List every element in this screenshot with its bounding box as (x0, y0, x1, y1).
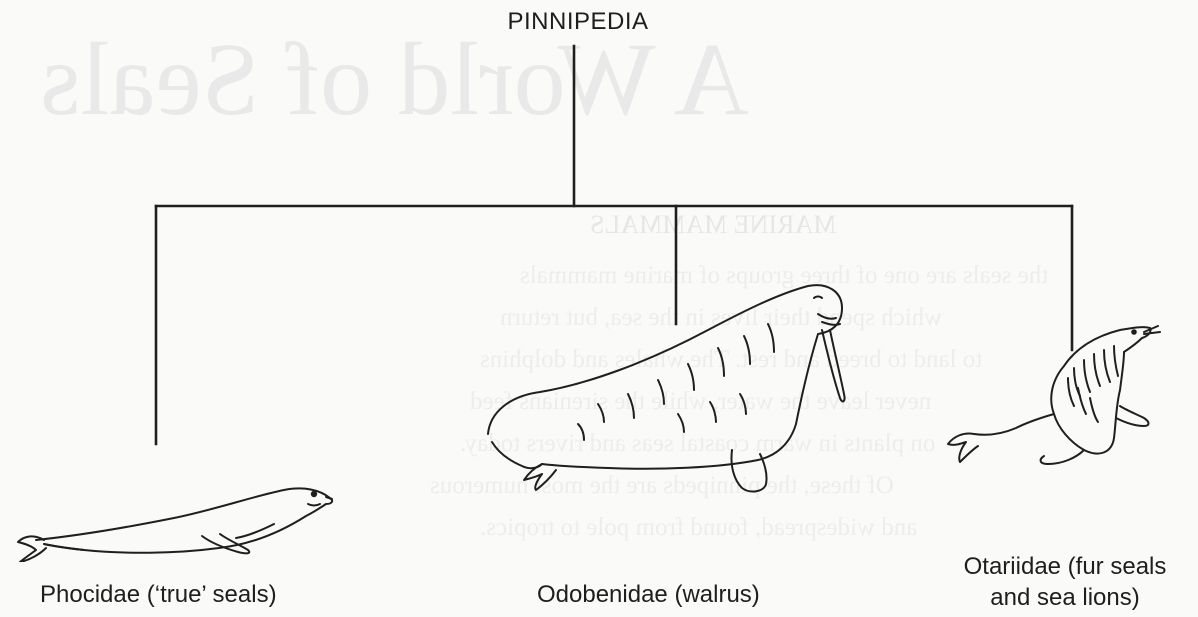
walrus-illustration (478, 284, 858, 494)
family-label-otariidae-line1: Otariidae (fur seals (934, 551, 1196, 582)
family-label-odobenidae: Odobenidae (walrus) (537, 581, 760, 609)
family-label-otariidae-line2: and sea lions) (934, 582, 1196, 613)
family-label-otariidae: Otariidae (fur seals and sea lions) (934, 551, 1196, 613)
root-label-pinnipedia: PINNIPEDIA (485, 8, 671, 36)
family-label-phocidae: Phocidae (‘true’ seals) (40, 581, 277, 609)
fur-seal-illustration (944, 318, 1164, 474)
true-seal-illustration (14, 482, 344, 562)
